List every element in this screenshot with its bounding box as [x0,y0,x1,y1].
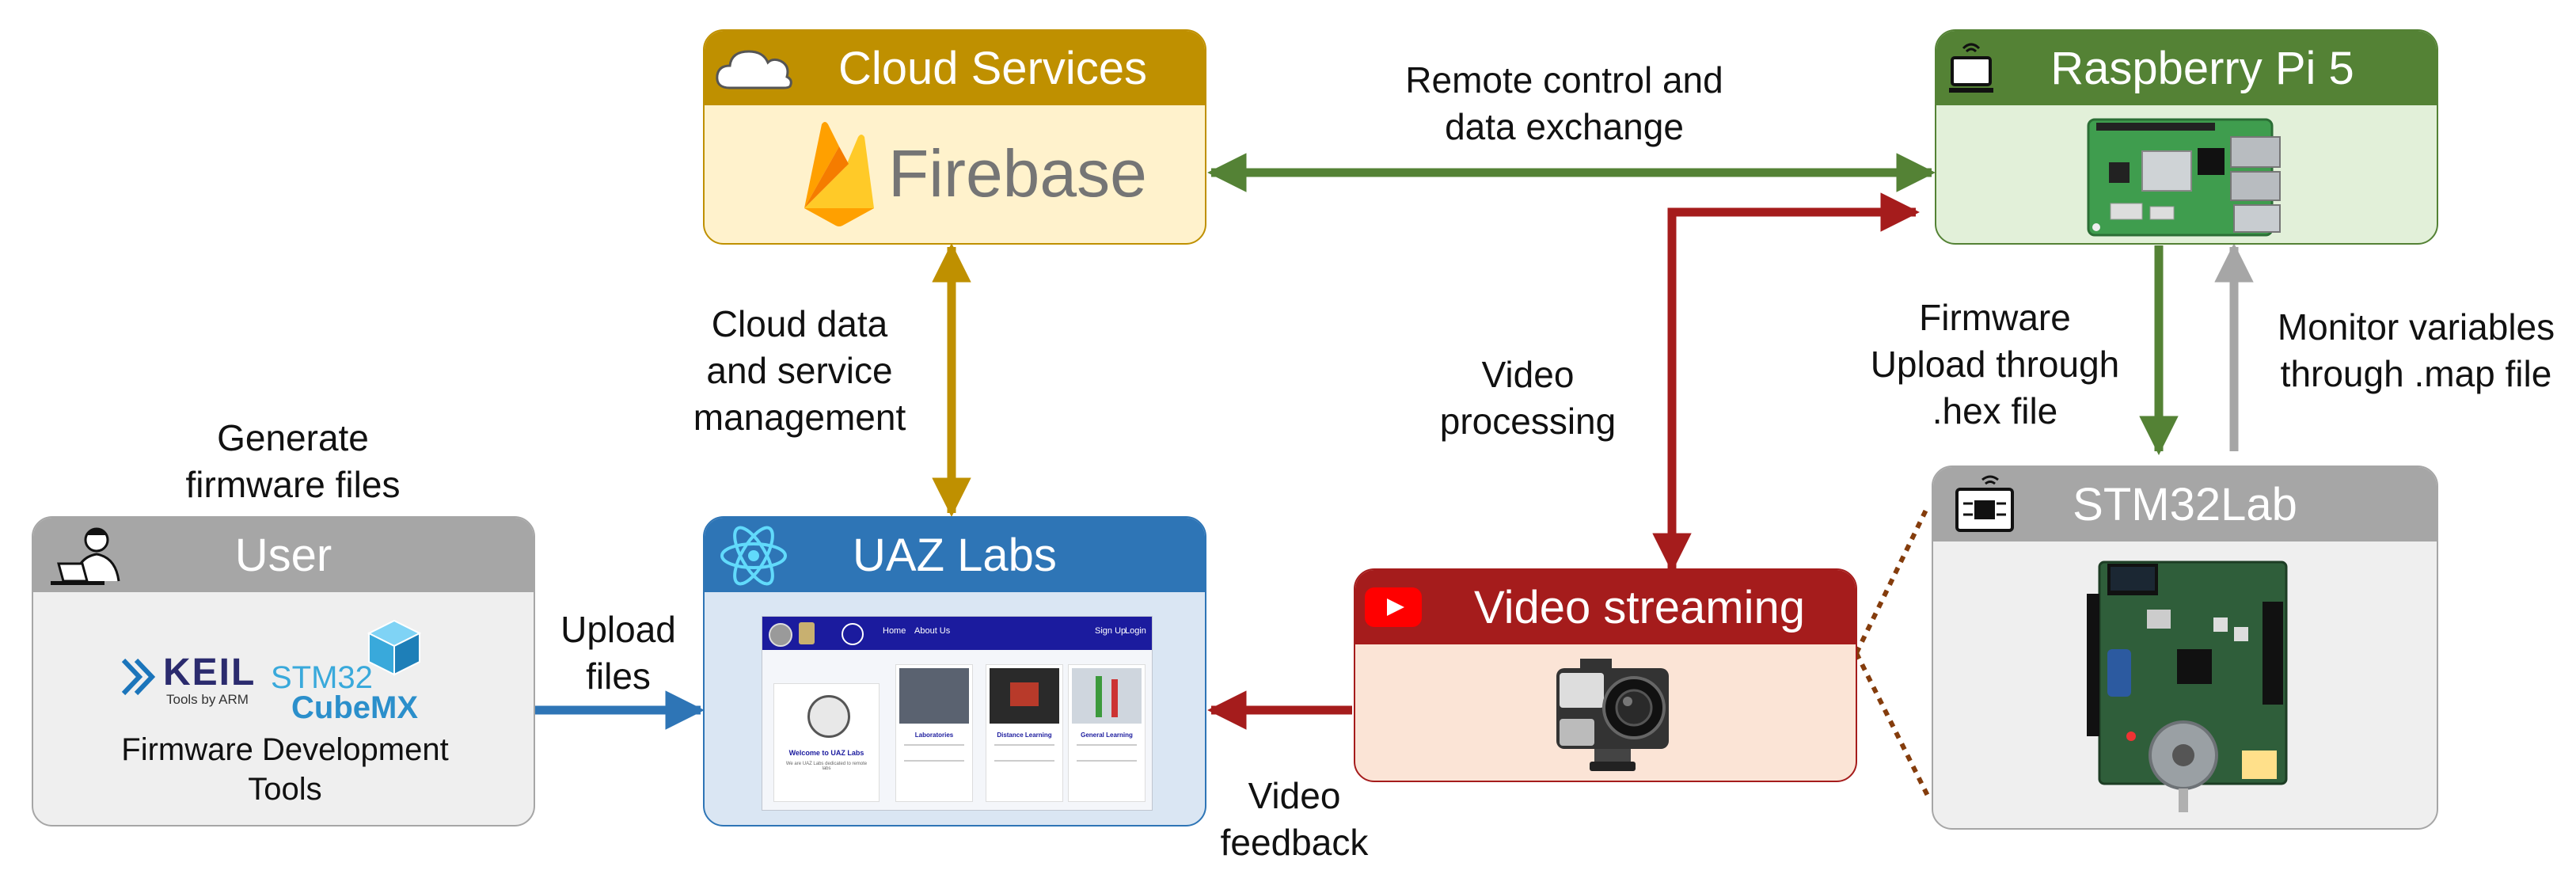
label-firmware-upload-line1: Firmware [1919,297,2071,338]
website-card-text [904,744,964,762]
website-crest-icon [799,622,815,644]
stm32lab-title: STM32Lab [2073,478,2297,530]
label-cloud-management-line3: management [693,396,906,438]
website-card-figure [1096,676,1102,717]
tools-caption-line2: Tools [248,772,322,807]
website-card-title: General Learning [1081,732,1133,739]
cloud-services-title: Cloud Services [838,42,1148,94]
label-remote-control-line1: Remote control and [1405,59,1723,101]
raspberry-pi-box: Raspberry Pi 5 [1935,29,2438,245]
website-welcome-card: Welcome to UAZ Labs We are UAZ Labs dedi… [773,683,880,802]
stm32-board-image [2087,560,2288,812]
website-card-distance[interactable]: Distance Learning [986,664,1063,802]
label-monitor-variables-line2: through .map file [2280,352,2552,394]
website-navbar: Home About Us Sign Up Login [762,617,1152,650]
label-remote-control-line2: data exchange [1445,105,1684,147]
label-generate-firmware-line2: firmware files [185,463,401,505]
label-monitor-variables-line1: Monitor variables [2277,306,2555,348]
stm32-cubemx-logo: STM32 CubeMX [271,618,445,725]
label-firmware-upload-line2: Upload through [1870,343,2120,385]
label-firmware-upload: Firmware Upload through .hex file [1845,294,2145,435]
uaz-labs-box: UAZ Labs Home About Us Sign Up Login Wel… [703,516,1206,826]
website-card-screen [1010,682,1039,706]
firebase-logo-text: Firebase [888,136,1147,211]
website-card-image [990,668,1059,724]
label-upload-files-line1: Upload [560,609,676,650]
user-laptop-icon [51,527,120,585]
label-cloud-management-line2: and service [706,349,893,391]
label-upload-files-line2: files [586,655,651,697]
website-card-image [1072,668,1142,724]
react-atom-icon [720,526,787,586]
camera-view-line-bottom [1854,652,1930,797]
label-video-processing-line1: Video [1481,354,1575,395]
label-video-feedback-line1: Video [1248,775,1341,816]
label-firmware-upload-line3: .hex file [1932,390,2058,431]
label-video-processing-line2: processing [1439,400,1617,442]
camera-view-line-top [1854,505,1930,655]
chip-wifi-icon [1955,475,2014,532]
user-box: User KEIL Tools by ARM STM32 CubeMX Firm… [32,516,535,826]
cube-icon [367,619,422,676]
stm32lab-box: STM32Lab [1932,466,2438,830]
keil-arrows-icon [121,658,156,696]
cloud-services-box: Cloud Services Firebase [703,29,1206,245]
website-seal-icon [769,623,792,647]
uaz-website-screenshot: Home About Us Sign Up Login Welcome to U… [762,616,1153,811]
label-video-feedback-line2: feedback [1220,821,1369,863]
website-logo-icon [842,623,864,645]
youtube-play-icon [1365,587,1422,627]
website-nav-login[interactable]: Login [1125,626,1146,636]
website-card-title: Laboratories [914,732,954,739]
label-monitor-variables: Monitor variables through .map file [2258,304,2574,397]
arrow-video-processing [1652,192,1920,572]
cubemx-text: CubeMX [291,690,418,725]
website-welcome-subtitle: We are UAZ Labs dedicated to remote labs [785,762,868,771]
website-card-text [1077,744,1137,762]
website-nav-about[interactable]: About Us [914,626,951,636]
website-card-title: Distance Learning [997,732,1052,739]
website-card-general[interactable]: General Learning [1068,664,1146,802]
firebase-flame-icon [804,122,874,226]
label-upload-files: Upload files [543,606,693,700]
uaz-labs-title: UAZ Labs [853,529,1057,581]
tools-caption-line1: Firmware Development [121,732,449,767]
video-streaming-box: Video streaming [1354,568,1857,782]
website-card-text [994,744,1054,762]
website-nav-home[interactable]: Home [883,626,906,636]
website-card-image [899,668,969,724]
label-video-processing: Video processing [1425,352,1631,445]
label-video-feedback: Video feedback [1203,773,1385,866]
raspberry-pi-board-image [2087,118,2281,237]
label-cloud-management-line1: Cloud data [711,303,888,344]
keil-logo: KEIL Tools by ARM [120,651,255,708]
label-generate-firmware-line1: Generate [217,417,369,458]
website-card-figure [1111,679,1118,717]
website-card-laboratories[interactable]: Laboratories [895,664,973,802]
video-streaming-title: Video streaming [1473,581,1806,633]
website-nav-signup[interactable]: Sign Up [1095,626,1127,636]
label-remote-control: Remote control and data exchange [1398,57,1731,150]
keil-text: KEIL [163,652,256,694]
label-cloud-management: Cloud data and service management [681,301,918,441]
raspberry-pi-title: Raspberry Pi 5 [2050,42,2354,94]
website-welcome-title: Welcome to UAZ Labs [788,749,864,757]
website-university-seal [807,695,850,738]
keil-subtext: Tools by ARM [166,692,249,707]
computer-wifi-icon [1949,43,1993,93]
user-title: User [234,529,332,581]
tools-caption: Firmware Development Tools [33,730,534,809]
stm32-text: STM32 [271,660,373,695]
cloud-icon [716,50,792,89]
action-camera-icon [1556,659,1669,771]
label-generate-firmware: Generate firmware files [166,415,420,508]
